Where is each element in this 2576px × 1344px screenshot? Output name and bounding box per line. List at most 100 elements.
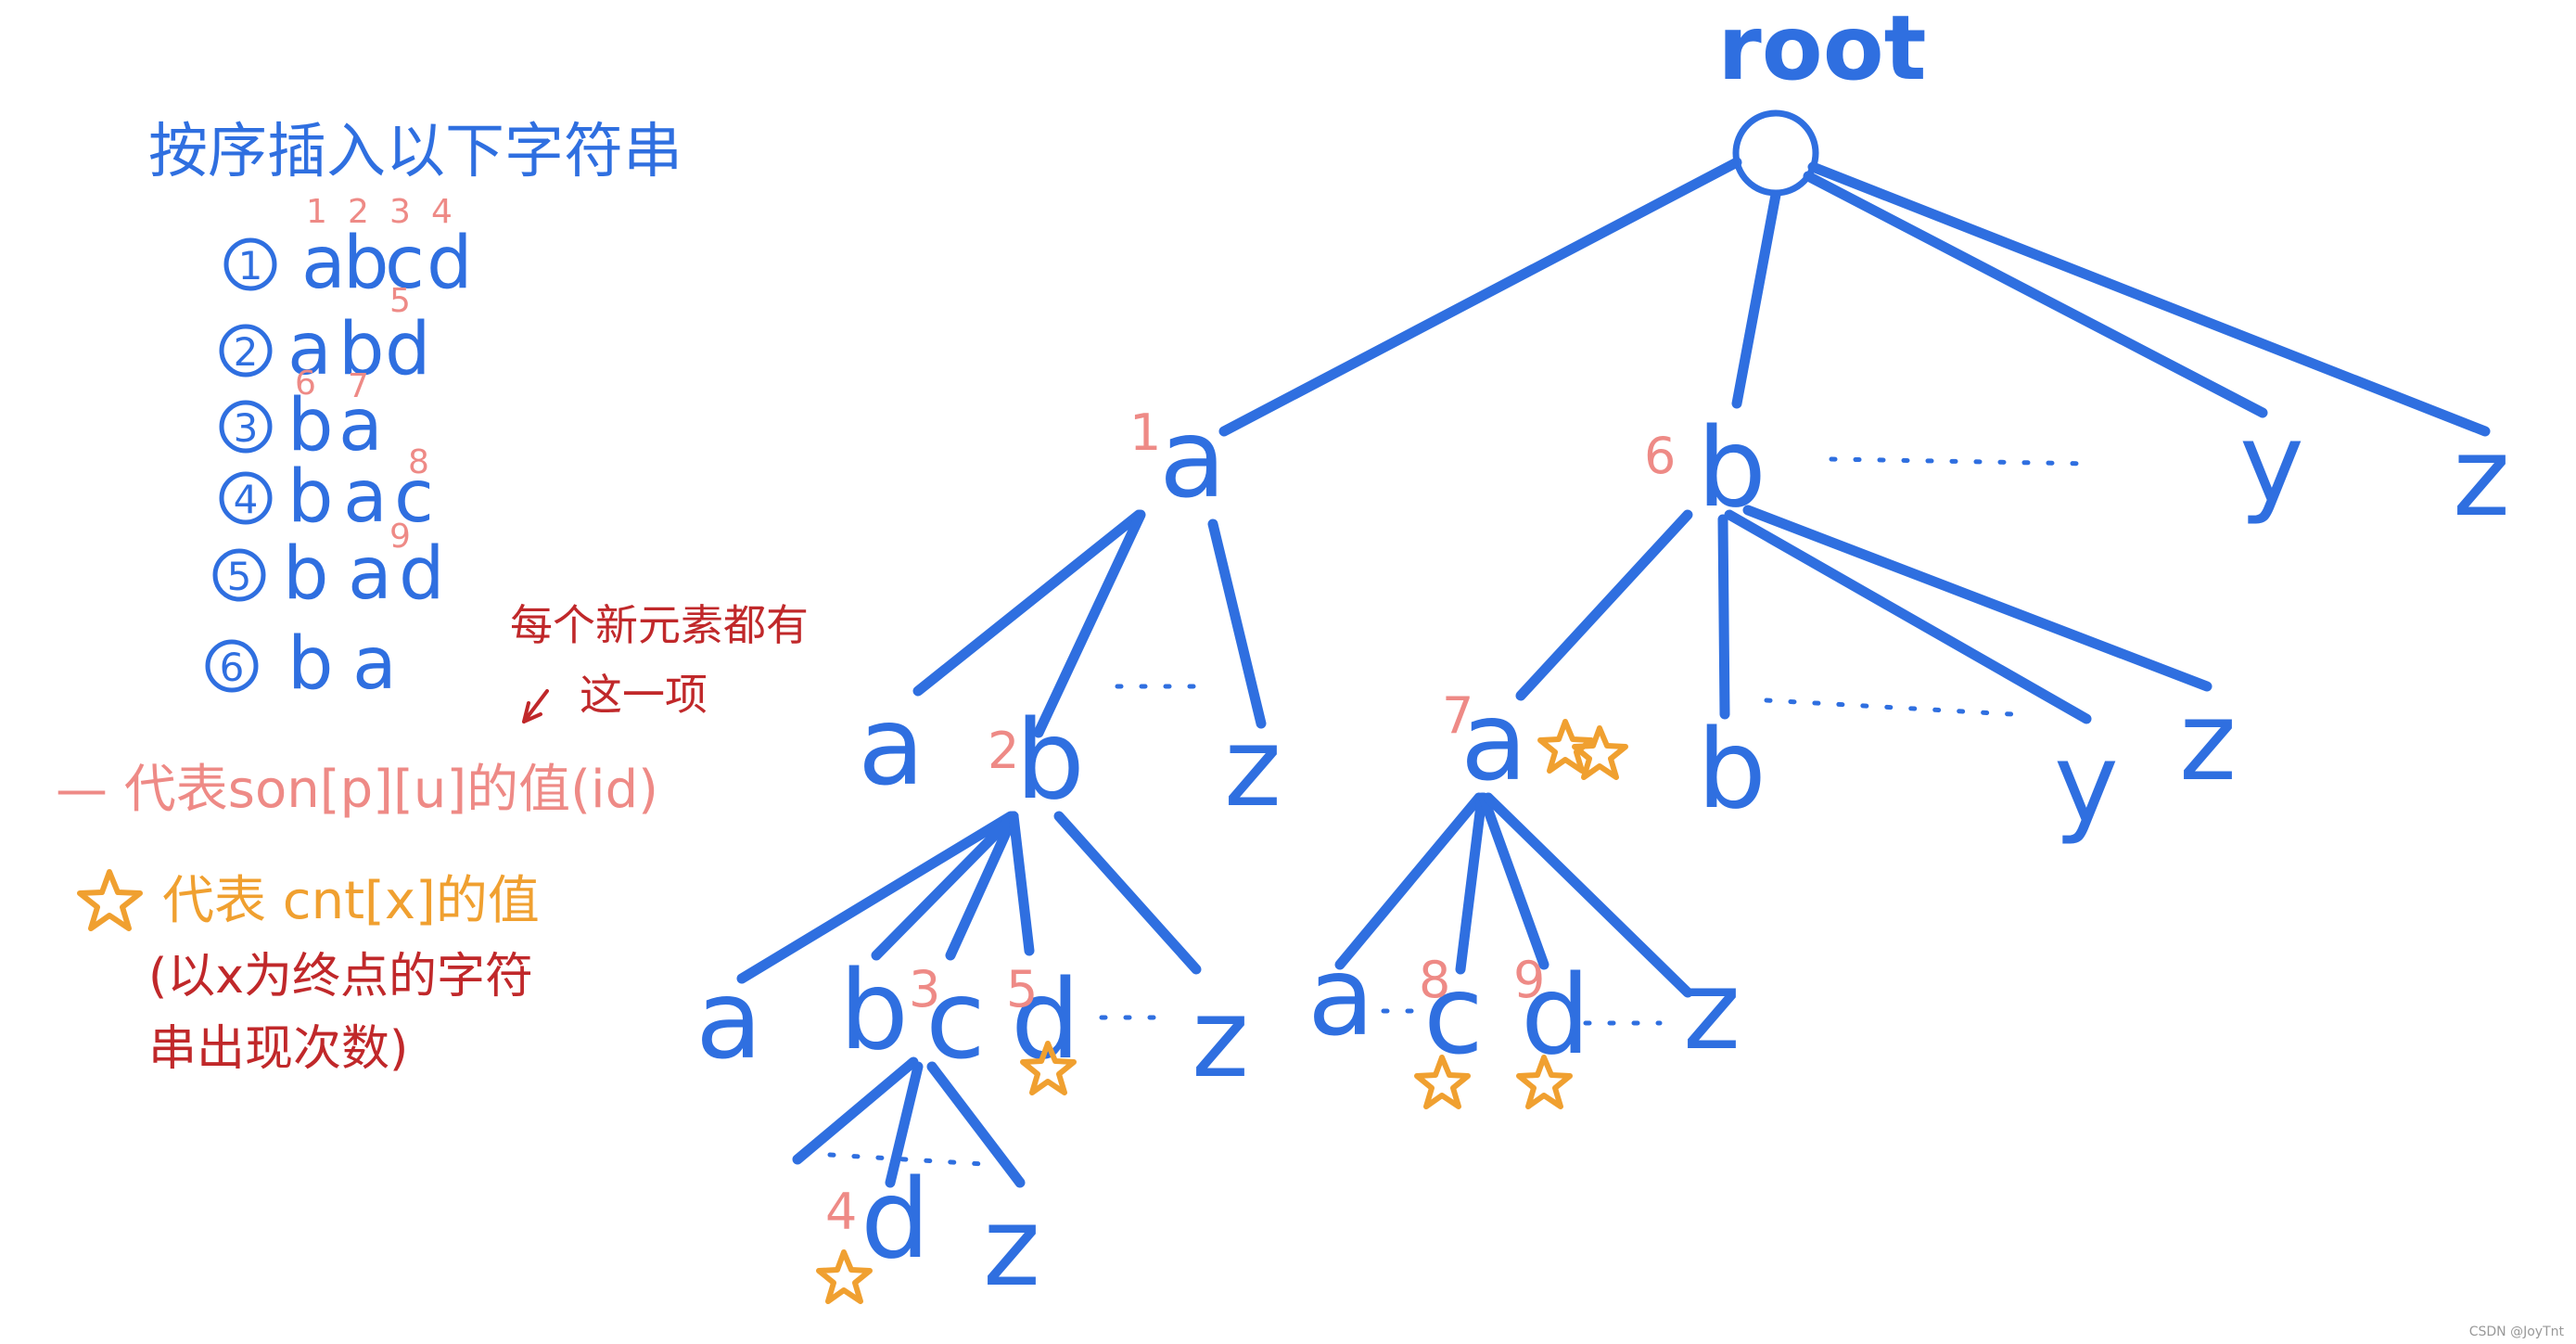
- new-element-note: 每个新元素都有 这一项: [510, 600, 809, 723]
- ellipsis-dots: [827, 1152, 986, 1167]
- item-number: 4: [234, 477, 259, 522]
- item-id: 5: [389, 282, 411, 320]
- item-number: 2: [234, 329, 259, 375]
- item-char: a: [338, 384, 383, 467]
- instruction-panel: 按序插入以下字符串 1 a b c d 1 2 3 4 2 a b: [56, 118, 809, 1077]
- item-number-circle: [205, 639, 259, 693]
- node-id: 3: [909, 960, 940, 1018]
- list-item: 2 a b d 5: [219, 282, 431, 391]
- edge: [1731, 189, 1781, 409]
- edge: [1724, 509, 2092, 724]
- node-a: a: [1460, 677, 1527, 805]
- string-list: 1 a b c d 1 2 3 4 2 a b d 5: [205, 193, 473, 706]
- node-y: y: [2239, 399, 2304, 527]
- edge: [792, 1056, 919, 1165]
- item-id: 2: [348, 193, 369, 231]
- item-char: a: [348, 532, 392, 616]
- item-number-circle: [223, 237, 277, 291]
- item-char: a: [352, 622, 397, 706]
- node-id: 5: [1006, 960, 1038, 1018]
- edge: [945, 811, 1019, 961]
- edge: [1807, 161, 2491, 437]
- node-z: z: [983, 1183, 1040, 1311]
- node-d: d: [1521, 951, 1590, 1079]
- item-char: a: [301, 222, 346, 305]
- edge: [1053, 811, 1202, 975]
- node-id: 1: [1129, 403, 1161, 462]
- item-number: 6: [220, 645, 245, 690]
- star-icon: [816, 1249, 873, 1304]
- node-a: a: [858, 682, 925, 810]
- node-c: c: [925, 955, 986, 1083]
- edge: [1334, 792, 1485, 970]
- item-number: 3: [234, 405, 259, 451]
- item-char: d: [427, 222, 473, 305]
- ellipsis-dots: [1764, 698, 2015, 717]
- edge: [1008, 811, 1035, 956]
- list-item: 4 b a c 8: [219, 443, 434, 539]
- node-z: z: [2453, 413, 2510, 541]
- node-z: z: [2179, 677, 2237, 805]
- item-char: b: [287, 622, 334, 706]
- legend-red-line1: (以x为终点的字符: [148, 949, 533, 1005]
- edge: [1218, 157, 1742, 437]
- star-icon: [1516, 1055, 1573, 1109]
- star-icon: [1537, 719, 1594, 774]
- note-line2: 这一项: [580, 670, 708, 720]
- node-id: 2: [988, 722, 1019, 780]
- item-id: 6: [295, 365, 316, 403]
- item-number-circle: [219, 400, 273, 454]
- item-char: d: [399, 532, 445, 616]
- node-id: 8: [1419, 951, 1450, 1009]
- node-id: 4: [825, 1183, 857, 1241]
- root-label: root: [1717, 0, 1926, 100]
- item-char: d: [385, 308, 431, 391]
- node-c: c: [1423, 951, 1484, 1079]
- edge: [912, 509, 1144, 697]
- item-char: c: [394, 455, 434, 539]
- edge: [1207, 518, 1267, 729]
- list-item: 3 b a 6 7: [219, 365, 383, 467]
- item-char: b: [338, 308, 385, 391]
- ellipsis-dots: [1829, 456, 2094, 467]
- node-z: z: [1683, 946, 1741, 1074]
- edge: [926, 1061, 1026, 1188]
- item-char: c: [385, 222, 425, 305]
- edge: [885, 1061, 924, 1188]
- root-node: [1732, 109, 1819, 197]
- edge: [871, 811, 1019, 961]
- node-b: b: [839, 946, 909, 1074]
- node-y: y: [2054, 719, 2119, 847]
- list-item: 1 a b c d 1 2 3 4: [223, 193, 473, 305]
- item-char: a: [287, 308, 332, 391]
- edge: [1717, 514, 1730, 720]
- edge: [1803, 171, 2268, 418]
- node-z: z: [1224, 703, 1282, 831]
- item-id: 7: [348, 367, 369, 405]
- item-char: b: [283, 532, 329, 616]
- node-id: 7: [1442, 686, 1473, 745]
- item-char: a: [343, 455, 388, 539]
- list-item: 6 b a: [205, 622, 397, 706]
- edge: [1478, 792, 1549, 970]
- node-b: b: [1697, 705, 1766, 833]
- item-char: b: [343, 222, 389, 305]
- arrow-icon: [522, 689, 549, 723]
- item-number: 1: [238, 243, 263, 288]
- legend: — 代表son[p][u]的值(id) 代表 cnt[x]的值 (以x为终点的字…: [56, 760, 658, 1077]
- legend-pink: — 代表son[p][u]的值(id): [56, 760, 658, 820]
- item-id: 8: [408, 443, 429, 481]
- list-item: 5 b a d 9: [212, 518, 445, 616]
- edge: [1515, 509, 1693, 701]
- star-icon: [1020, 1041, 1077, 1095]
- node-a: a: [1307, 932, 1374, 1060]
- node-a: a: [695, 955, 762, 1083]
- item-char: b: [287, 384, 334, 467]
- item-id: 9: [389, 518, 411, 556]
- edge: [1483, 792, 1693, 998]
- star-icon: [1572, 725, 1628, 780]
- edge: [736, 811, 1016, 984]
- node-a: a: [1159, 394, 1226, 522]
- watermark: CSDN @JoyTnt: [2469, 1325, 2565, 1339]
